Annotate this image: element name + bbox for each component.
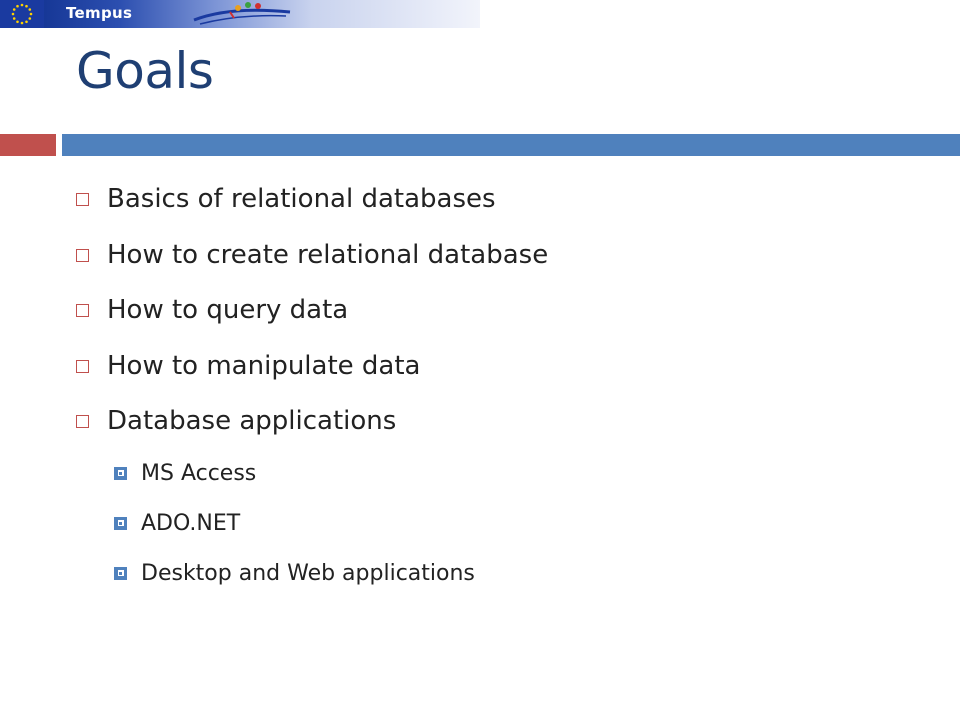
list-item-text: How to create relational database — [107, 240, 549, 270]
sub-list-item: ADO.NET — [114, 506, 240, 540]
title-rule-blue — [62, 134, 960, 156]
tempus-logo-text: Tempus — [66, 4, 133, 22]
filled-square-bullet-icon — [114, 566, 127, 580]
eu-flag-icon — [0, 0, 44, 28]
list-item: How to manipulate data — [76, 346, 420, 386]
list-item: How to query data — [76, 290, 348, 330]
title-rule-red — [0, 134, 56, 156]
filled-square-bullet-icon — [114, 466, 127, 480]
sub-list-item-text: MS Access — [141, 460, 257, 486]
list-item-text: How to manipulate data — [107, 351, 421, 381]
list-item: How to create relational database — [76, 235, 548, 275]
list-item: Database applications — [76, 401, 396, 441]
list-item-text: Basics of relational databases — [107, 184, 496, 214]
square-bullet-icon — [76, 248, 89, 262]
tempus-swoosh-icon — [193, 2, 291, 25]
square-bullet-icon — [76, 303, 89, 317]
square-bullet-icon — [76, 414, 89, 428]
slide-title: Goals — [76, 42, 214, 100]
square-bullet-icon — [76, 192, 89, 206]
list-item-text: How to query data — [107, 295, 349, 325]
sub-list-item-text: Desktop and Web applications — [141, 560, 475, 586]
sub-list-item-text: ADO.NET — [141, 510, 241, 536]
list-item-text: Database applications — [107, 406, 397, 436]
list-item: Basics of relational databases — [76, 179, 496, 219]
filled-square-bullet-icon — [114, 516, 127, 530]
sub-list-item: Desktop and Web applications — [114, 556, 475, 590]
tempus-banner: Tempus — [0, 0, 480, 28]
sub-list-item: MS Access — [114, 456, 256, 490]
square-bullet-icon — [76, 359, 89, 373]
